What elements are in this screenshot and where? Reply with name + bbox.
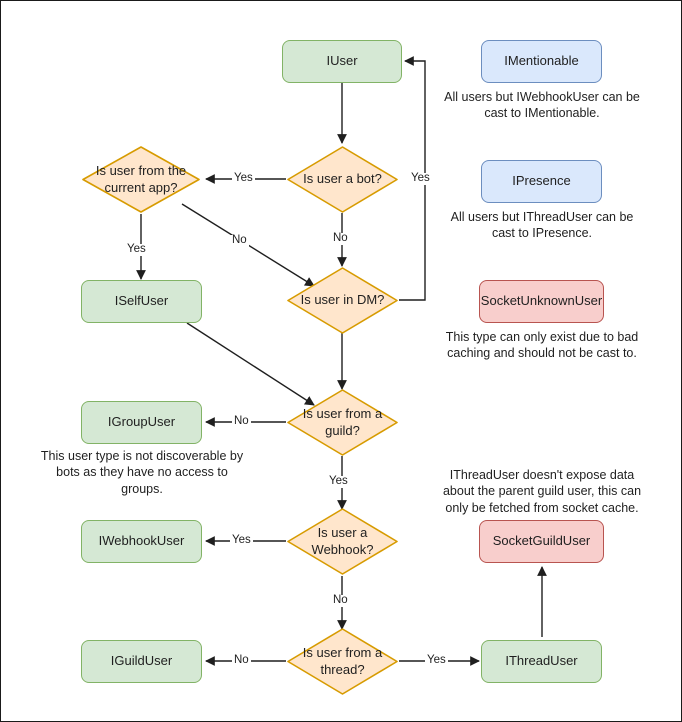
node-imentionable-label: IMentionable (504, 53, 579, 69)
edge-label-currentapp-no: No (230, 234, 249, 247)
edge-label-webhook-no: No (331, 594, 350, 607)
edge-label-thread-no-text: No (234, 654, 249, 666)
edge-label-currentapp-no-text: No (232, 234, 247, 246)
edge-label-webhook-yes: Yes (230, 534, 253, 547)
edge-label-bot-yes-text: Yes (234, 172, 253, 184)
node-iguilduser[interactable]: IGuildUser (81, 640, 202, 683)
node-iguilduser-label: IGuildUser (110, 653, 173, 669)
edge-label-bot-no-text: No (333, 232, 348, 244)
diamond-shape (287, 628, 398, 695)
node-is-user-a-bot[interactable]: Is user a bot? (286, 145, 399, 214)
note-igroupuser: This user type is not discoverable by bo… (37, 448, 247, 497)
edge-label-thread-yes: Yes (425, 654, 448, 667)
node-iuser[interactable]: IUser (282, 40, 402, 83)
note-socketguilduser: IThreadUser doesn't expose data about th… (438, 467, 646, 516)
note-socketguilduser-text: IThreadUser doesn't expose data about th… (442, 468, 642, 515)
edge-label-currentapp-yes-text: Yes (127, 243, 146, 255)
note-ipresence-text: All users but IThreadUser can be cast to… (450, 210, 634, 241)
edge-label-guild-no-text: No (234, 415, 249, 427)
diamond-shape (287, 389, 398, 456)
node-socketguilduser[interactable]: SocketGuildUser (479, 520, 604, 563)
node-is-user-from-current-app[interactable]: Is user from the current app? (81, 145, 201, 214)
note-igroupuser-text: This user type is not discoverable by bo… (40, 449, 244, 496)
node-is-user-from-thread-label: Is user from a thread? (302, 645, 383, 677)
node-iwebhookuser-label: IWebhookUser (98, 533, 185, 549)
edge-label-bot-yes: Yes (232, 172, 255, 185)
edge-label-guild-yes-text: Yes (329, 475, 348, 487)
node-is-user-a-webhook[interactable]: Is user a Webhook? (286, 507, 399, 576)
edge-label-thread-yes-text: Yes (427, 654, 446, 666)
node-ipresence-label: IPresence (512, 173, 571, 189)
node-is-user-a-webhook-label: Is user a Webhook? (311, 525, 374, 557)
node-ithreaduser[interactable]: IThreadUser (481, 640, 602, 683)
diamond-shape (287, 146, 398, 213)
node-iuser-label: IUser (326, 53, 358, 69)
edge-label-webhook-yes-text: Yes (232, 534, 251, 546)
note-imentionable-text: All users but IWebhookUser can be cast t… (444, 90, 640, 121)
node-igroupuser-label: IGroupUser (107, 414, 176, 430)
diamond-shape (287, 267, 398, 334)
node-is-user-in-dm-label: Is user in DM? (300, 292, 385, 308)
note-socketunknownuser: This type can only exist due to bad cach… (438, 329, 646, 362)
node-socketunknownuser[interactable]: SocketUnknownUser (479, 280, 604, 323)
edge-label-dm-yes-text: Yes (411, 172, 430, 184)
edge-label-currentapp-yes: Yes (125, 243, 148, 256)
edge-label-guild-yes: Yes (327, 475, 350, 488)
node-is-user-from-thread[interactable]: Is user from a thread? (286, 627, 399, 696)
node-iwebhookuser[interactable]: IWebhookUser (81, 520, 202, 563)
note-imentionable: All users but IWebhookUser can be cast t… (438, 89, 646, 122)
node-socketguilduser-label: SocketGuildUser (492, 533, 591, 549)
node-ipresence[interactable]: IPresence (481, 160, 602, 203)
node-is-user-from-guild[interactable]: Is user from a guild? (286, 388, 399, 457)
node-is-user-from-current-app-label: Is user from the current app? (95, 163, 187, 195)
edge-label-thread-no: No (232, 654, 251, 667)
node-igroupuser[interactable]: IGroupUser (81, 401, 202, 444)
node-socketunknownuser-label: SocketUnknownUser (480, 293, 603, 309)
node-iselfuser-label: ISelfUser (114, 293, 169, 309)
note-socketunknownuser-text: This type can only exist due to bad cach… (445, 330, 639, 361)
edge-label-dm-yes: Yes (409, 172, 432, 185)
node-is-user-in-dm[interactable]: Is user in DM? (286, 266, 399, 335)
node-ithreaduser-label: IThreadUser (505, 653, 578, 669)
edge-label-guild-no: No (232, 415, 251, 428)
diamond-shape (82, 146, 200, 213)
node-is-user-a-bot-label: Is user a bot? (303, 171, 382, 187)
node-imentionable[interactable]: IMentionable (481, 40, 602, 83)
edge-label-webhook-no-text: No (333, 594, 348, 606)
edge-label-bot-no: No (331, 232, 350, 245)
node-iselfuser[interactable]: ISelfUser (81, 280, 202, 323)
diamond-shape (287, 508, 398, 575)
note-ipresence: All users but IThreadUser can be cast to… (438, 209, 646, 242)
node-is-user-from-guild-label: Is user from a guild? (302, 406, 383, 438)
